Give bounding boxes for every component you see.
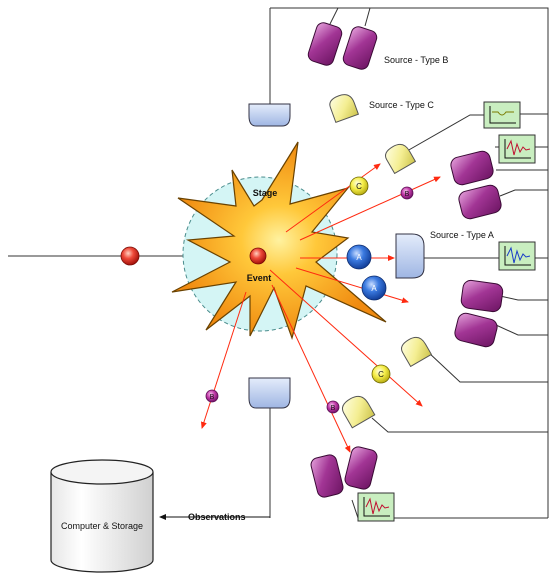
svg-text:B: B	[210, 394, 215, 401]
source-c-lower	[401, 336, 433, 368]
observations-label: Observations	[188, 512, 246, 522]
svg-text:C: C	[356, 182, 362, 191]
svg-text:C: C	[378, 370, 384, 379]
event-burst	[171, 141, 387, 341]
lower-blue-box	[248, 377, 291, 409]
incoming-particle	[120, 246, 140, 266]
svg-text:B: B	[405, 191, 410, 198]
source-c-label: Source - Type C	[369, 100, 434, 110]
svg-text:B: B	[331, 405, 336, 412]
stage-label: Stage	[253, 188, 278, 198]
oscilloscope-icon	[483, 101, 521, 129]
source-a-detector	[395, 233, 425, 279]
svg-text:A: A	[356, 253, 362, 262]
particle-c-1: C	[349, 176, 369, 196]
source-b-label: Source - Type B	[384, 55, 448, 65]
particle-b-2: B	[205, 389, 219, 403]
particle-b-3: B	[326, 400, 340, 414]
source-c-bottom	[341, 395, 376, 429]
source-b-top-pair	[307, 22, 378, 70]
svg-text:A: A	[371, 284, 377, 293]
source-b-mid-right-pair	[454, 279, 504, 348]
particle-c-2: C	[371, 364, 391, 384]
source-b-upper-right-pair	[450, 150, 502, 220]
upper-blue-box	[248, 103, 291, 127]
event-particle	[249, 247, 267, 265]
oscilloscope-icon	[498, 241, 536, 271]
storage-label: Computer & Storage	[61, 521, 143, 531]
source-c-right	[385, 143, 417, 175]
particle-b-1: B	[400, 186, 414, 200]
source-a-label: Source - Type A	[430, 230, 494, 240]
particle-a-1: A	[346, 244, 372, 270]
event-label: Event	[247, 273, 272, 283]
oscilloscope-icon	[357, 492, 395, 522]
source-c-top	[329, 94, 360, 124]
source-b-bottom-pair	[310, 446, 378, 498]
oscilloscope-icon	[498, 134, 536, 164]
cylinder-storage-icon	[50, 459, 154, 573]
particle-a-2: A	[361, 275, 387, 301]
